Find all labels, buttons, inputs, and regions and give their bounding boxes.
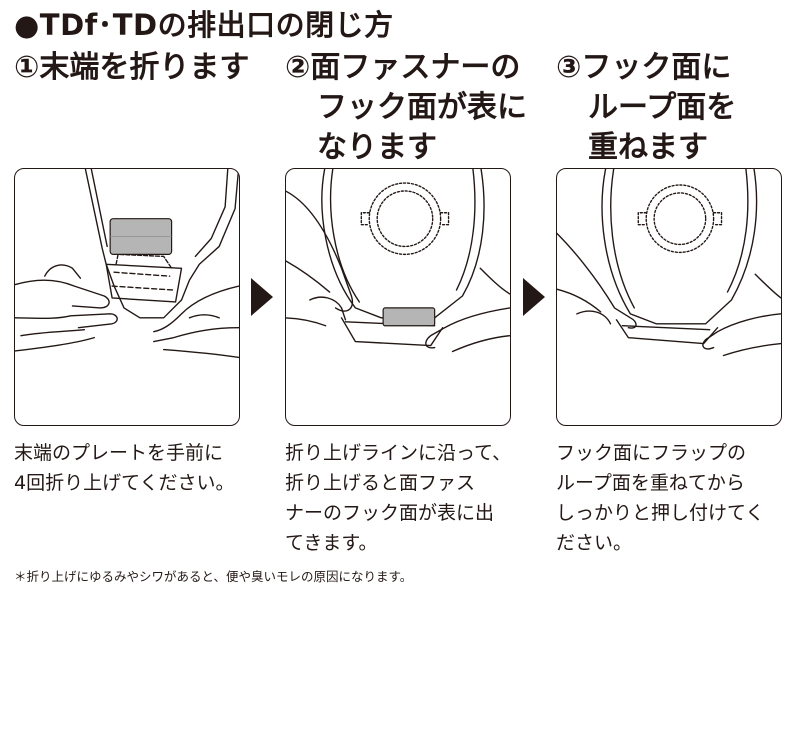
description-line: しっかりと押し付けてく (556, 502, 765, 524)
step-1-heading: ①末端を折ります (14, 48, 249, 88)
hands-hook-side-exposed-illustration (286, 169, 510, 353)
page-title: ●TDf･TDの排出口の閉じ方 (14, 8, 394, 42)
description-line: 折り上げラインに沿って、 (285, 442, 512, 464)
description-line: 折り上げると面ファス (285, 472, 476, 494)
step-2-heading: ②面ファスナーの フック面が表に なります (285, 48, 527, 168)
step-1-description: 末端のプレートを手前に 4回折り上げてください。 (14, 438, 235, 498)
step-1-illustration (14, 168, 240, 426)
description-line: ループ面を重ねてから (556, 472, 745, 494)
step-2-heading-line: なります (317, 130, 437, 165)
step-3-heading-line: ループ面を (588, 90, 737, 125)
step-3-illustration (556, 168, 782, 426)
step-1-heading-line: ①末端を折ります (14, 50, 250, 85)
hands-pressing-flap-illustration (557, 169, 781, 357)
step-2-illustration (285, 168, 511, 426)
hands-folding-pouch-outlet-illustration (15, 169, 239, 359)
step-3-description: フック面にフラップの ループ面を重ねてから しっかりと押し付けてく ださい。 (556, 438, 764, 558)
description-line: ナーのフック面が表に出 (285, 502, 495, 524)
description-line: フック面にフラップの (556, 442, 747, 464)
description-line: ださい。 (556, 532, 633, 554)
description-line: 末端のプレートを手前に (14, 442, 224, 464)
step-2-heading-line: ②面ファスナーの (285, 50, 521, 85)
step-2-heading-line: フック面が表に (317, 90, 527, 125)
description-line: 4回折り上げてください。 (14, 472, 235, 494)
step-arrow-icon (251, 278, 273, 316)
step-3-heading: ③フック面に ループ面を 重ねます (556, 48, 736, 168)
footnote: ＊折り上げにゆるみやシワがあると、便や臭いモレの原因になります。 (14, 569, 413, 584)
step-arrow-icon (523, 278, 545, 316)
step-3-heading-line: 重ねます (588, 130, 708, 165)
step-2-description: 折り上げラインに沿って、 折り上げると面ファス ナーのフック面が表に出 てきます… (285, 438, 511, 558)
description-line: てきます。 (285, 532, 378, 554)
step-3-heading-line: ③フック面に (556, 50, 732, 85)
